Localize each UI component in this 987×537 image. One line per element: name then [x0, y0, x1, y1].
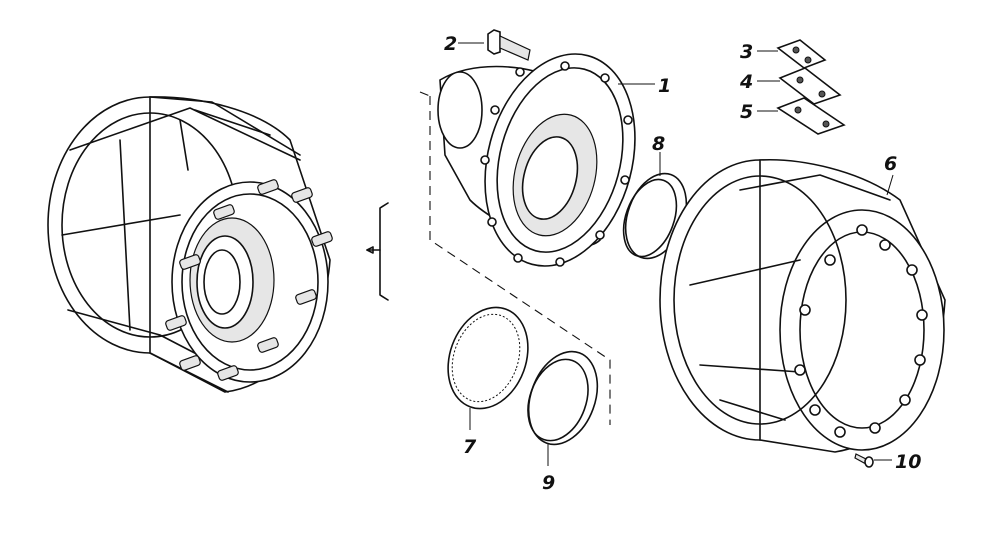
bearing-cup-part-9: [527, 350, 599, 446]
wheel-studs: [165, 179, 333, 381]
exploded-group-outline: [429, 96, 611, 425]
assembly-bracket: [366, 202, 389, 301]
abs-tone-ring-part-7: [447, 306, 529, 410]
drum-bolt-holes: [794, 224, 928, 438]
callout-3: 3: [740, 41, 753, 63]
wheel-stud-part-2: [487, 29, 531, 61]
shim-plates: [776, 39, 846, 135]
callout-8: 8: [652, 133, 665, 155]
callout-6: 6: [884, 153, 897, 175]
callout-7: 7: [463, 436, 477, 458]
callout-1: 1: [658, 75, 671, 97]
brake-drum-part-6: [659, 158, 946, 453]
leader-lines: [458, 42, 894, 466]
callout-5: 5: [740, 101, 753, 123]
assembled-drum-hub: [47, 96, 333, 393]
screw-part-10: [854, 453, 874, 468]
callout-4: 4: [739, 71, 753, 93]
callout-9: 9: [542, 472, 555, 494]
callout-labels: 2 1 3 4 5 6 8 7 9 10: [444, 33, 921, 494]
hub-bolt-holes: [480, 61, 633, 267]
callout-2: 2: [444, 33, 457, 55]
hub-part-1: [437, 53, 636, 267]
callout-10: 10: [895, 451, 921, 473]
